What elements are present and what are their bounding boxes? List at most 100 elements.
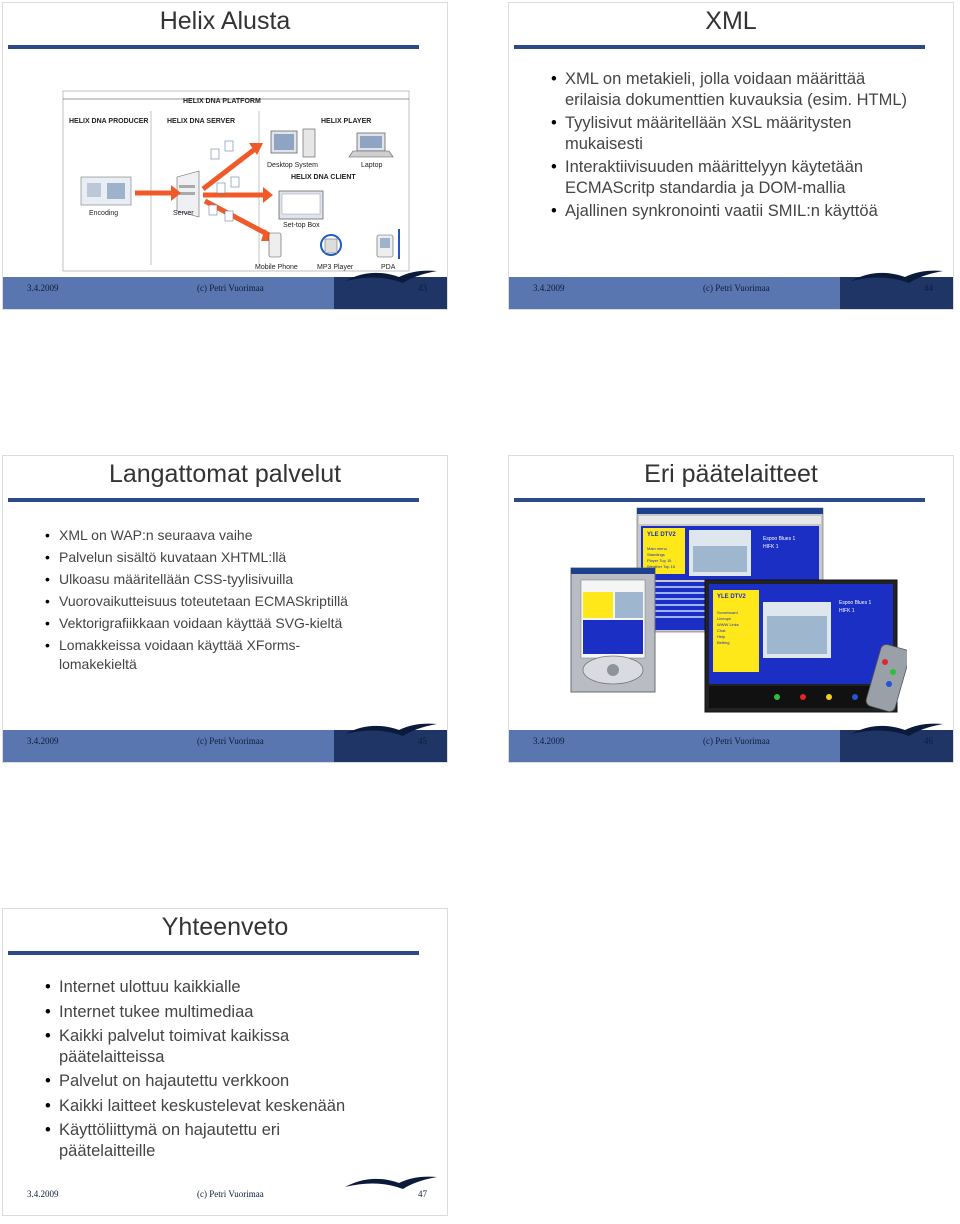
- slide-footer: 3.4.2009 (c) Petri Vuorimaa 46: [509, 723, 953, 762]
- slide-title: Yhteenveto: [161, 913, 289, 941]
- gull-logo-icon: [345, 723, 437, 736]
- bullet-item: Internet tukee multimediaa: [45, 1002, 389, 1023]
- slide-title: Langattomat palvelut: [108, 460, 342, 488]
- bullet-item: Internet ulottuu kaikkialle: [45, 977, 389, 998]
- bullet-item: Kaikki palvelut toimivat kaikissa päätel…: [45, 1026, 329, 1067]
- footer-author: (c) Petri Vuorimaa: [703, 736, 770, 746]
- footer-author: (c) Petri Vuorimaa: [197, 736, 264, 746]
- settop-label: Set-top Box: [283, 222, 320, 229]
- footer-page-number: 43: [418, 283, 427, 293]
- title-rule: [514, 45, 925, 49]
- desktop-label: Desktop System: [267, 162, 318, 169]
- footer-author: (c) Petri Vuorimaa: [703, 283, 770, 293]
- bullet-item: Ulkoasu määritellään CSS-tyylisivuilla: [45, 570, 359, 589]
- bullet-item: Palvelun sisältö kuvataan XHTML:llä: [45, 548, 359, 567]
- slide-title: Helix Alusta: [159, 7, 291, 35]
- mobile-phone-icon: [268, 232, 282, 258]
- footer-dark-block: [840, 730, 953, 762]
- desktop-icon: [270, 128, 316, 158]
- channel-label-back: YLE DTV2: [647, 532, 676, 538]
- encoding-device-icon: [80, 176, 132, 206]
- diagram-platform-label: HELIX DNA PLATFORM: [183, 98, 261, 105]
- pda-device: [570, 567, 656, 693]
- slide-footer: 3.4.2009 (c) Petri Vuorimaa 47: [3, 1176, 447, 1215]
- bullet-item: Interaktiivisuuden määrittelyyn käytetää…: [551, 157, 925, 199]
- browser-window: YLE DTV2 Main menu Standings Player Top …: [636, 507, 824, 633]
- helix-platform-diagram: HELIX DNA PLATFORM HELIX DNA PRODUCER HE…: [62, 90, 410, 272]
- document-icons: [208, 140, 240, 222]
- bullet-item: XML on metakieli, jolla voidaan määrittä…: [551, 69, 925, 111]
- bullet-item: Ajallinen synkronointi vaatii SMIL:n käy…: [551, 201, 925, 222]
- score-line2-back: HIFK 1: [763, 544, 779, 550]
- slide-title: Eri päätelaitteet: [644, 460, 818, 488]
- title-rule: [8, 951, 419, 955]
- remote-control-icon: [865, 644, 907, 712]
- footer-author: (c) Petri Vuorimaa: [197, 1189, 264, 1199]
- bullet-item: Vuorovaikutteisuus toteutetaan ECMASkrip…: [45, 592, 359, 611]
- slide-43: Helix Alusta HELIX DNA PLATFORM HELIX DN…: [2, 2, 448, 310]
- footer-date: 3.4.2009: [27, 1189, 59, 1199]
- gull-logo-icon: [851, 270, 943, 283]
- title-rule: [8, 45, 419, 49]
- channel-label-tv: YLE DTV2: [717, 594, 746, 600]
- server-icon: [176, 170, 200, 218]
- footer-page-number: 45: [418, 736, 427, 746]
- encoding-label: Encoding: [89, 210, 118, 217]
- bullet-item: Vektorigrafiikkaan voidaan käyttää SVG-k…: [45, 614, 359, 633]
- footer-page-number: 44: [924, 283, 933, 293]
- title-rule: [514, 498, 925, 502]
- footer-date: 3.4.2009: [27, 736, 59, 746]
- laptop-icon: [348, 132, 394, 158]
- mp3-label: MP3 Player: [317, 264, 354, 271]
- footer-page-number: 46: [924, 736, 933, 746]
- footer-date: 3.4.2009: [27, 283, 59, 293]
- slide-46: Eri päätelaitteet YLE DTV2 Main menu Sta…: [508, 455, 954, 763]
- client-label: HELIX DNA CLIENT: [291, 174, 356, 181]
- footer-page-number: 47: [418, 1189, 427, 1199]
- tv-menu-item-1: Lineups: [717, 616, 731, 621]
- slide-title: XML: [705, 7, 757, 35]
- gull-logo-icon: [851, 723, 943, 736]
- bullet-item: Palvelut on hajautettu verkkoon: [45, 1071, 389, 1092]
- mobile-label: Mobile Phone: [255, 264, 298, 271]
- bullet-item: Tyylisivut määritellään XSL määritysten …: [551, 113, 925, 155]
- bullet-list: Internet ulottuu kaikkialle Internet tuk…: [3, 977, 389, 1161]
- footer-dark-block: [334, 730, 447, 762]
- diagram-player-label: HELIX PLAYER: [321, 118, 371, 125]
- bullet-item: Kaikki laitteet keskustelevat keskenään: [45, 1096, 389, 1117]
- tv-menu-item-2: WWW Links: [717, 622, 739, 627]
- gull-logo-icon: [345, 1176, 437, 1189]
- footer-dark-block: [840, 277, 953, 309]
- slide-47: Yhteenveto Internet ulottuu kaikkialle I…: [2, 908, 448, 1216]
- bullet-list: XML on WAP:n seuraava vaihe Palvelun sis…: [3, 526, 359, 674]
- server-label: Server: [173, 210, 194, 217]
- menu-item-1: Standings: [647, 552, 665, 557]
- tv-menu-item-5: Betting: [717, 640, 729, 645]
- pda-label: PDA: [381, 264, 396, 271]
- pda-icon: [376, 234, 394, 258]
- diagram-server-head-label: HELIX DNA SERVER: [167, 118, 235, 125]
- footer-date: 3.4.2009: [533, 283, 565, 293]
- score-line2-tv: HIFK 1: [839, 608, 855, 614]
- slide-footer: 3.4.2009 (c) Petri Vuorimaa 45: [3, 723, 447, 762]
- bullet-item: Käyttöliittymä on hajautettu eri päätela…: [45, 1120, 319, 1161]
- footer-dark-block: [334, 277, 447, 309]
- mp3-player-icon: [320, 234, 342, 256]
- gull-logo-icon: [345, 270, 437, 283]
- menu-item-2: Player Top 15: [647, 558, 672, 563]
- title-rule: [8, 498, 419, 502]
- diagram-producer-label: HELIX DNA PRODUCER: [69, 118, 148, 125]
- menu-item-0: Main menu: [647, 546, 667, 551]
- footer-date: 3.4.2009: [533, 736, 565, 746]
- tv-screen: YLE DTV2 Scoreboard Lineups WWW Links Ch…: [704, 579, 898, 713]
- slide-45: Langattomat palvelut XML on WAP:n seuraa…: [2, 455, 448, 763]
- slide-footer: 3.4.2009 (c) Petri Vuorimaa 43: [3, 270, 447, 309]
- set-top-box-icon: [278, 190, 324, 220]
- terminal-devices-illustration: YLE DTV2 Main menu Standings Player Top …: [570, 507, 907, 713]
- tv-menu-item-3: Chat: [717, 628, 726, 633]
- bullet-item: Lomakkeissa voidaan käyttää XForms-lomak…: [45, 636, 339, 674]
- tv-menu-item-0: Scoreboard: [717, 610, 738, 615]
- slide-44: XML XML on metakieli, jolla voidaan määr…: [508, 2, 954, 310]
- score-line-back: Espoo Blues 1: [763, 536, 795, 542]
- slide-footer: 3.4.2009 (c) Petri Vuorimaa 44: [509, 270, 953, 309]
